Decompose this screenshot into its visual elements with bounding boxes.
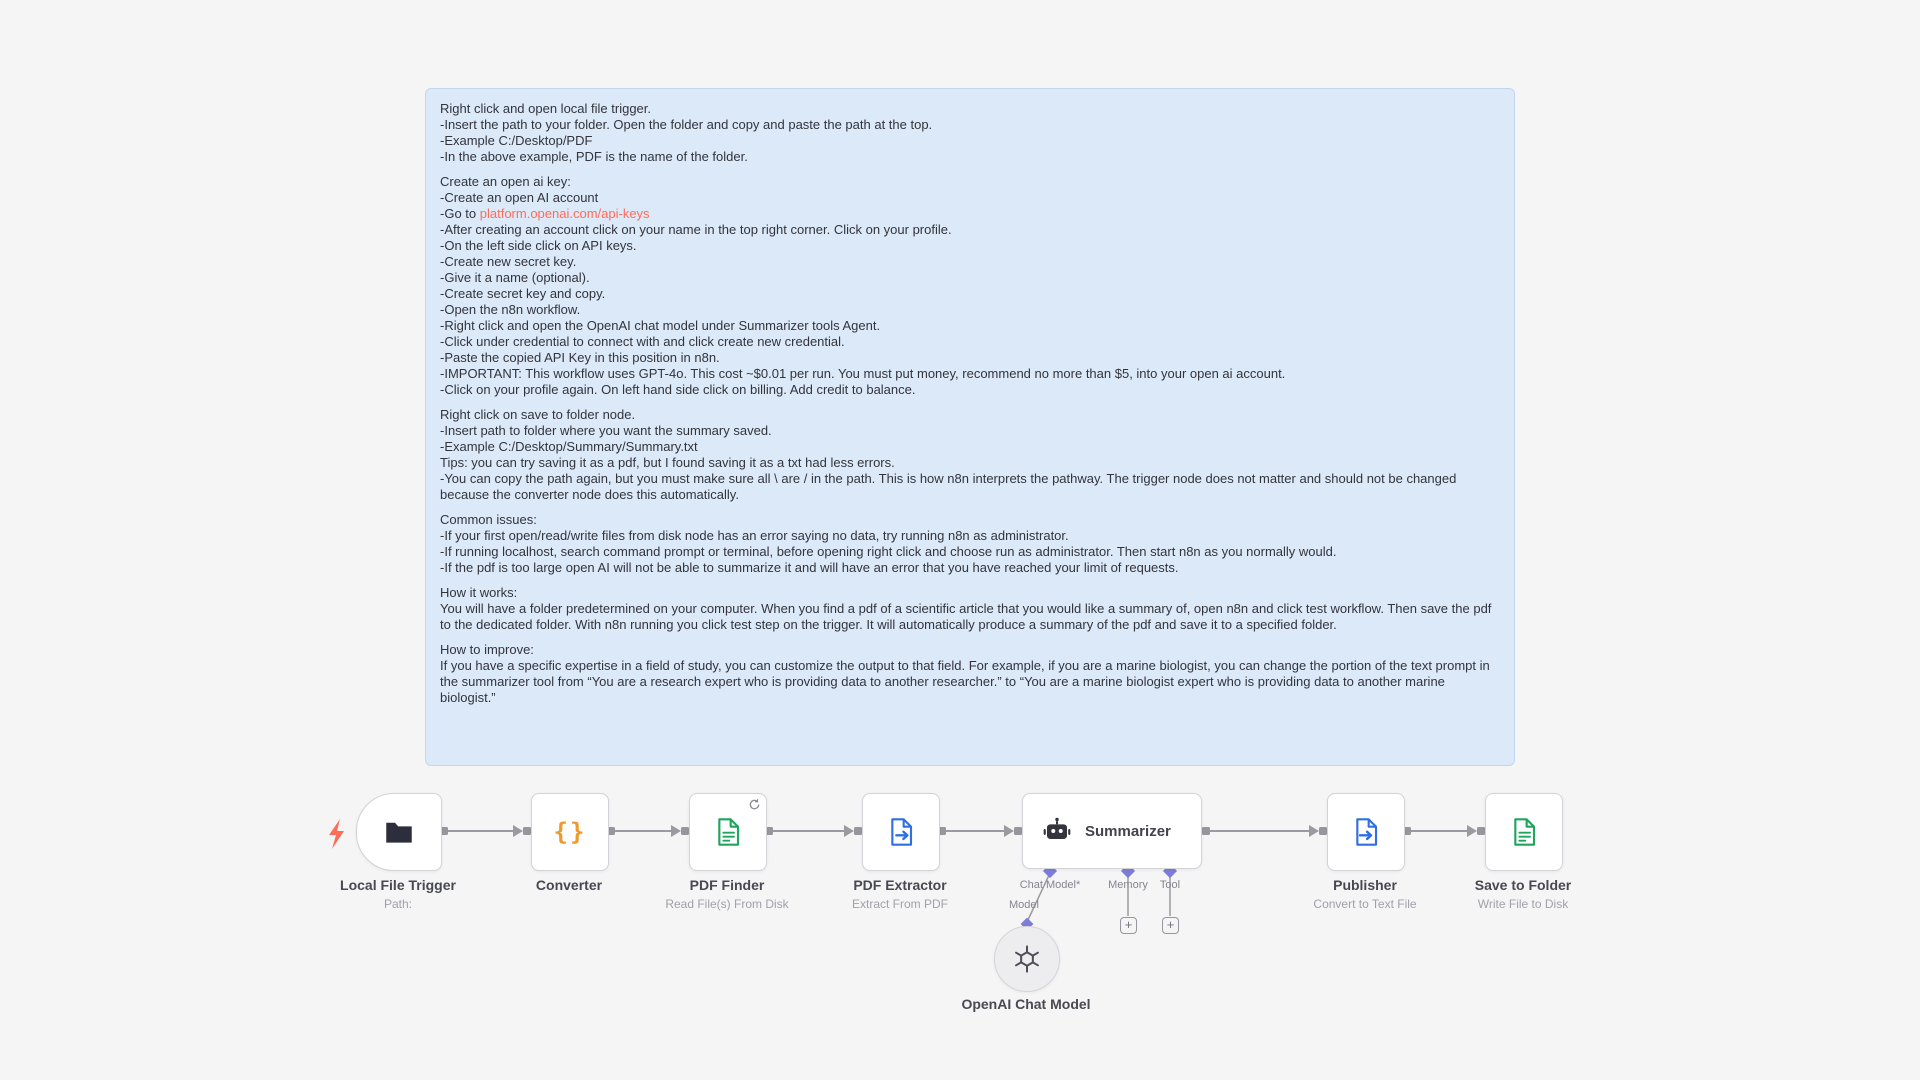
connection-trigger-converter[interactable] — [440, 825, 531, 837]
sticky-paragraph-trigger: Right click and open local file trigger.… — [440, 101, 933, 164]
node-local-file-trigger[interactable] — [356, 793, 442, 871]
node-pdf-extractor[interactable] — [862, 793, 940, 871]
connection-pdfextractor-summarizer[interactable] — [938, 825, 1022, 837]
openai-logo-icon — [1015, 945, 1039, 973]
api-keys-link[interactable]: platform.openai.com/api-keys — [479, 206, 650, 221]
sticky-paragraph-save: Right click on save to folder node. -Ins… — [440, 407, 1457, 502]
node-summarizer[interactable]: Summarizer — [1022, 793, 1202, 869]
node-sublabel-pdf-finder: Read File(s) From Disk — [665, 897, 789, 911]
node-save-to-folder[interactable] — [1485, 793, 1563, 871]
file-green-icon — [1514, 818, 1536, 846]
node-sublabel-publisher: Convert to Text File — [1313, 897, 1417, 911]
model-connection-label: Model — [1009, 899, 1039, 911]
port-label-memory: Memory — [1108, 879, 1148, 891]
node-sublabel-local-file-trigger: Path: — [383, 897, 413, 911]
sticky-note[interactable]: Right click and open local file trigger.… — [425, 88, 1515, 766]
sticky-paragraph-issues: Common issues: -If your first open/read/… — [440, 512, 1337, 575]
file-green-icon — [718, 818, 740, 846]
node-label-save-to-folder: Save to Folder — [1474, 877, 1572, 893]
node-publisher[interactable] — [1327, 793, 1405, 871]
file-export-blue-icon — [1356, 818, 1378, 846]
sticky-text: Create an open ai key: -Create an open A… — [440, 174, 599, 221]
file-export-blue-icon — [891, 818, 913, 846]
sticky-paragraph-how-it-works: How it works: You will have a folder pre… — [440, 585, 1492, 632]
refresh-icon — [748, 798, 761, 816]
node-sublabel-pdf-extractor: Extract From PDF — [851, 897, 949, 911]
node-converter[interactable]: {} — [531, 793, 609, 871]
trigger-zap-icon — [329, 819, 344, 849]
connection-converter-pdffinder[interactable] — [607, 825, 689, 837]
sticky-paragraph-how-to-improve: How to improve: If you have a specific e… — [440, 642, 1490, 705]
robot-icon — [1043, 817, 1071, 839]
folder-icon — [386, 822, 412, 843]
add-tool-button[interactable]: + — [1162, 917, 1179, 934]
node-label-pdf-finder: PDF Finder — [689, 877, 765, 893]
ai-connection-chat-model[interactable] — [1020, 863, 1058, 931]
node-label-local-file-trigger: Local File Trigger — [340, 877, 456, 893]
node-label-summarizer: Summarizer — [1085, 822, 1171, 840]
sticky-paragraph-apikey: Create an open ai key: -Create an open A… — [440, 174, 1500, 398]
port-label-tool: Tool — [1159, 879, 1181, 891]
node-label-pdf-extractor: PDF Extractor — [853, 877, 947, 893]
sticky-text: -After creating an account click on your… — [440, 222, 1286, 397]
node-pdf-finder[interactable] — [689, 793, 767, 871]
add-memory-button[interactable]: + — [1120, 917, 1137, 934]
node-label-converter: Converter — [535, 877, 603, 893]
node-sublabel-save-to-folder: Write File to Disk — [1477, 897, 1569, 911]
braces-icon: {} — [553, 818, 587, 846]
connection-publisher-savetofolder[interactable] — [1403, 825, 1485, 837]
connection-pdffinder-pdfextractor[interactable] — [765, 825, 862, 837]
node-label-openai-chat-model: OpenAI Chat Model — [961, 996, 1091, 1012]
node-openai-chat-model[interactable] — [994, 926, 1060, 992]
port-label-chat-model: Chat Model* — [1019, 879, 1081, 891]
node-label-publisher: Publisher — [1333, 877, 1397, 893]
connection-summarizer-publisher[interactable] — [1202, 825, 1327, 837]
